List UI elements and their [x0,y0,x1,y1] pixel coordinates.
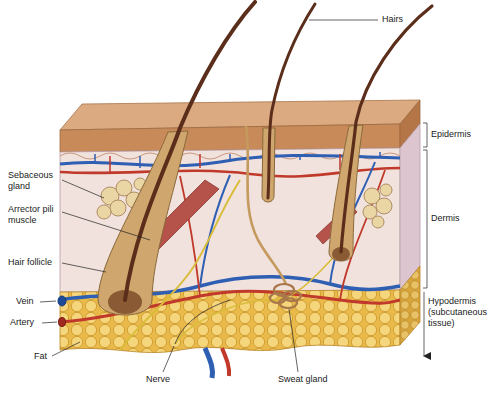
leader-lines [40,20,427,372]
deep-vessels [205,348,213,378]
part-label: Sweat gland [278,374,328,385]
dermis-side [400,124,420,290]
artery-section [59,318,66,327]
part-label: Vein [16,296,34,307]
deep-vessels [222,348,229,376]
part-label: Arrector pili muscle [8,204,60,226]
nerve [175,300,230,344]
sebaceous-gland [363,184,392,228]
part-label: Fat [34,351,47,362]
vein-section [58,296,66,306]
part-label: Dermis [431,213,460,224]
nerve [175,240,350,344]
hair-shaft [268,4,315,198]
hair-shaft [341,6,432,252]
hypodermis-fat [60,290,400,353]
capillary-loops [110,154,340,174]
part-label: Artery [10,317,34,328]
part-label: Sebaceous gland [8,170,60,192]
part-label: Nerve [146,374,170,385]
part-label: Hypodermis (subcutaneous tissue) [428,296,492,329]
part-label: Hairs [382,14,403,25]
part-label: Epidermis [431,129,471,140]
sweat-gland [270,284,301,308]
capillary-loops [95,152,380,168]
part-label: Hair follicle [8,257,52,268]
hair-shaft [125,2,255,300]
sweat-duct [246,126,286,284]
hypodermis-side [400,266,420,345]
